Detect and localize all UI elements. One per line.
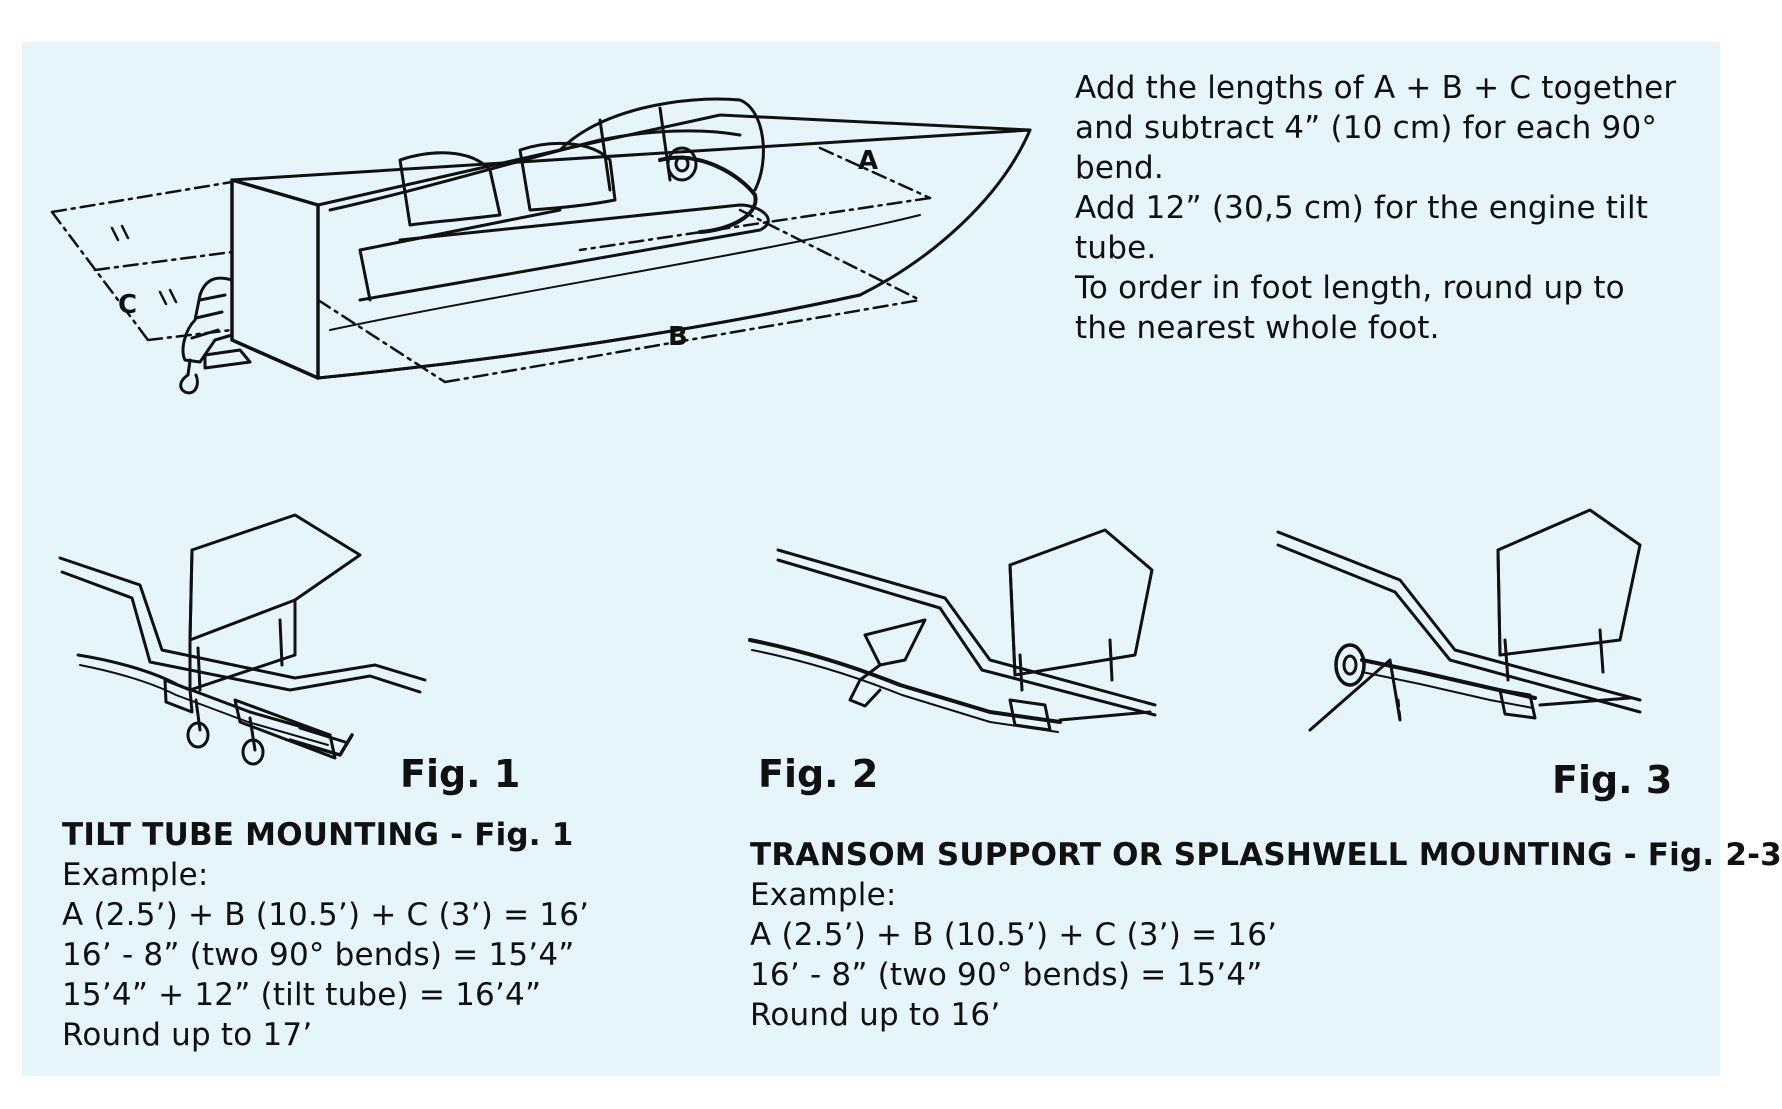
tilt-tube-example-label: Example: (62, 857, 209, 893)
instruction-line: and subtract 4” (10 cm) for each 90° (1075, 110, 1658, 146)
tilt-tube-section: TILT TUBE MOUNTING - Fig. 1 Example: A (… (62, 815, 589, 1055)
label-b: B (668, 322, 688, 352)
tilt-tube-line: 16’ - 8” (two 90° bends) = 15’4” (62, 937, 575, 973)
transom-line: A (2.5’) + B (10.5’) + C (3’) = 16’ (750, 917, 1278, 953)
fig2-illustration (748, 528, 1157, 733)
fig2-caption: Fig. 2 (758, 752, 879, 796)
tilt-tube-line: Round up to 17’ (62, 1017, 313, 1053)
instruction-line: the nearest whole foot. (1075, 310, 1440, 346)
diagram-panel (22, 42, 1720, 1076)
tilt-tube-heading: TILT TUBE MOUNTING - Fig. 1 (62, 817, 574, 853)
instruction-line: To order in foot length, round up to (1075, 270, 1625, 306)
label-a: A (858, 146, 879, 176)
tilt-tube-line: A (2.5’) + B (10.5’) + C (3’) = 16’ (62, 897, 590, 933)
fig1-caption: Fig. 1 (400, 752, 521, 796)
label-c: C (118, 290, 138, 320)
instruction-line: Add 12” (30,5 cm) for the engine tilt (1075, 190, 1649, 226)
transom-section: TRANSOM SUPPORT OR SPLASHWELL MOUNTING -… (750, 835, 1782, 1035)
fig3-caption: Fig. 3 (1552, 758, 1673, 802)
transom-heading: TRANSOM SUPPORT OR SPLASHWELL MOUNTING -… (750, 837, 1782, 873)
transom-line: Round up to 16’ (750, 997, 1001, 1033)
fig3-illustration (1276, 508, 1642, 732)
tilt-tube-line: 15’4” + 12” (tilt tube) = 16’4” (62, 977, 542, 1013)
fig1-illustration (58, 513, 427, 766)
transom-example-label: Example: (750, 877, 897, 913)
instruction-line: bend. (1075, 150, 1164, 186)
boat-illustration (50, 97, 1032, 395)
instruction-line: Add the lengths of A + B + C together (1075, 70, 1677, 106)
instructions-text: Add the lengths of A + B + C together an… (1075, 68, 1676, 348)
instruction-line: tube. (1075, 230, 1157, 266)
transom-line: 16’ - 8” (two 90° bends) = 15’4” (750, 957, 1263, 993)
boat-diagram-artwork (50, 97, 1642, 766)
